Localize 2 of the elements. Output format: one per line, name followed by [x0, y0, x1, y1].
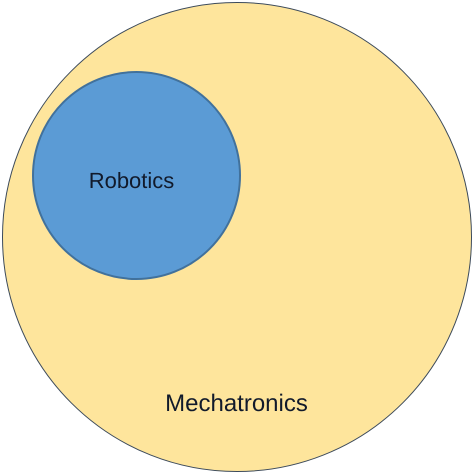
circle-label: Mechatronics: [165, 390, 308, 418]
circle-label: Robotics: [88, 168, 174, 194]
